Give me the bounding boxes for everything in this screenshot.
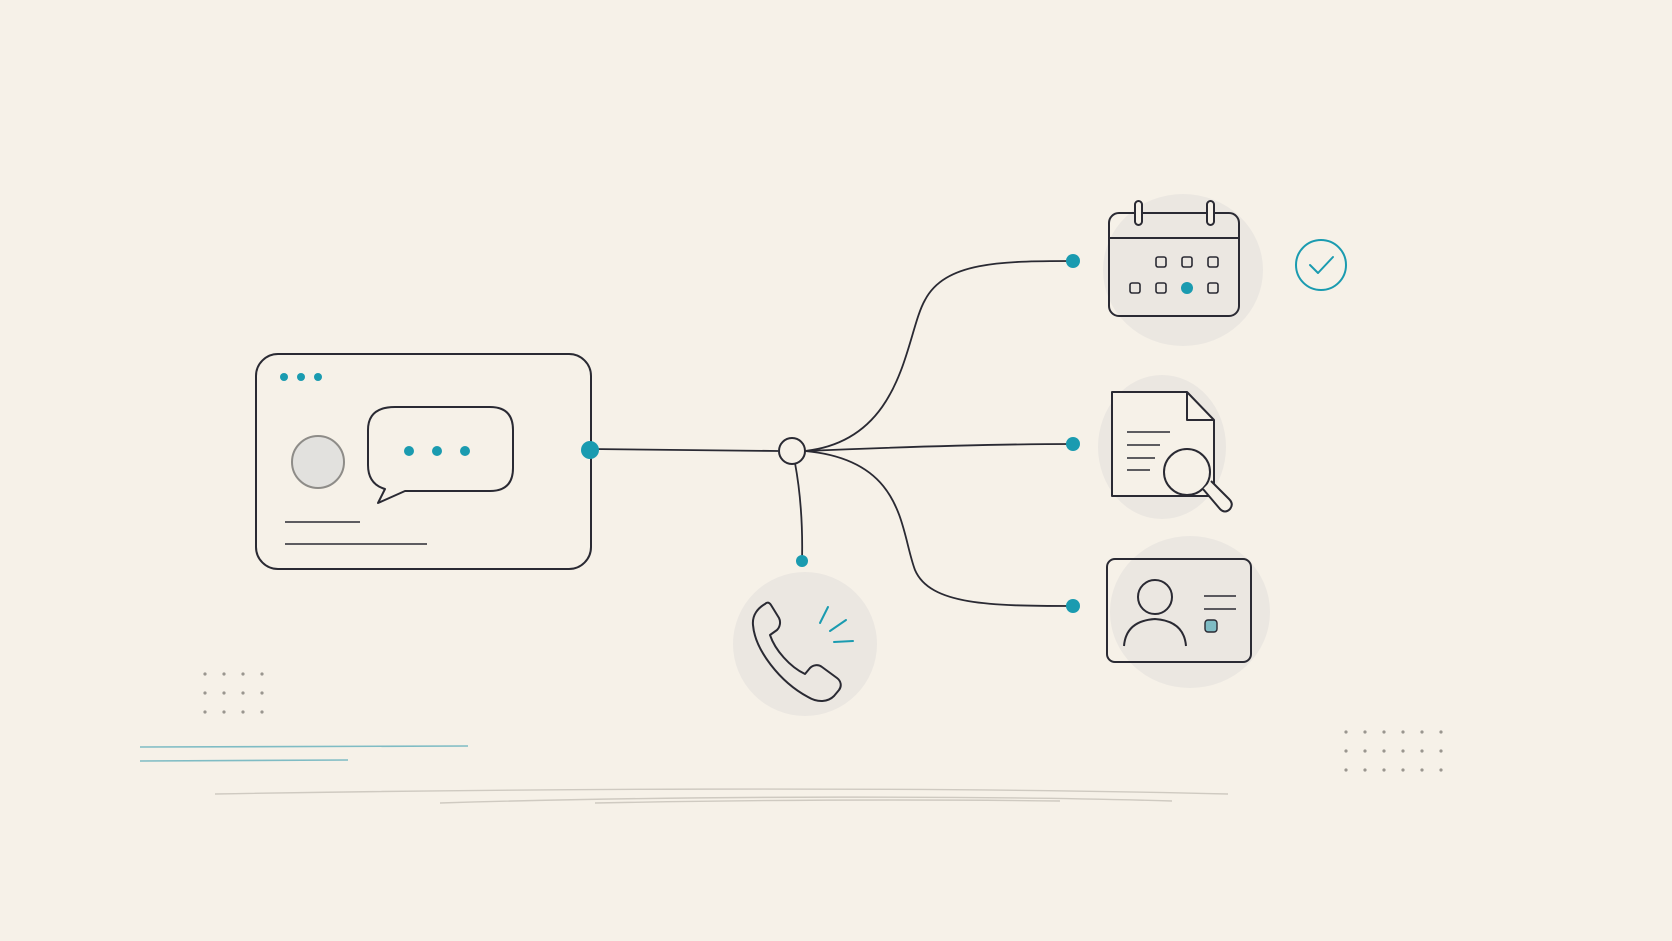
check-circle-icon <box>1295 239 1347 291</box>
grid-dot <box>1439 749 1443 753</box>
calendar-selected-day <box>1181 282 1193 294</box>
contact-halo <box>1110 536 1270 688</box>
calendar-day <box>1181 256 1193 268</box>
accent-line <box>139 759 349 762</box>
document-fold <box>1186 392 1214 421</box>
chat-window-card <box>255 353 592 570</box>
grid-dot <box>1439 768 1443 772</box>
grid-dot <box>1382 749 1386 753</box>
grid-dot <box>1363 730 1367 734</box>
grid-dot <box>203 672 207 676</box>
magnifier-handle <box>1202 480 1233 513</box>
connector-source-to-hub <box>590 448 779 452</box>
phone-halo <box>733 572 877 716</box>
ground-line <box>214 788 1229 795</box>
grid-dot <box>1344 730 1348 734</box>
magnifier-lens <box>1163 448 1211 496</box>
ring-wave <box>819 606 829 624</box>
calendar-day <box>1155 256 1167 268</box>
typing-dot <box>432 446 442 456</box>
grid-dot <box>203 691 207 695</box>
typing-dot <box>404 446 414 456</box>
source-port-dot <box>581 441 599 459</box>
grid-dot <box>1344 749 1348 753</box>
grid-dot <box>203 710 207 714</box>
contact-card-frame <box>1106 558 1252 663</box>
calendar-ring <box>1206 200 1215 226</box>
phone-handset <box>751 601 842 702</box>
grid-dot <box>1420 749 1424 753</box>
grid-dot <box>1382 730 1386 734</box>
accent-line <box>139 745 469 748</box>
avatar <box>291 435 345 489</box>
grid-dot <box>1344 768 1348 772</box>
ring-wave <box>833 640 854 643</box>
contact-shoulders <box>1123 617 1187 647</box>
connector-hub-to-document <box>804 443 1074 452</box>
connector-lines <box>590 260 1074 607</box>
contact-head <box>1137 579 1173 615</box>
ring-wave <box>829 619 847 632</box>
contact-card-icon <box>1106 558 1252 663</box>
grid-dot <box>1363 749 1367 753</box>
grid-dot <box>241 691 245 695</box>
grid-dot <box>1420 768 1424 772</box>
check-circle-outline <box>1295 239 1347 291</box>
connector-hub-to-calendar <box>804 260 1074 452</box>
calendar-day <box>1207 256 1219 268</box>
grid-dot <box>260 691 264 695</box>
ground-line <box>594 799 1061 804</box>
grid-dot <box>222 672 226 676</box>
grid-dot <box>222 691 226 695</box>
speech-bubble <box>367 406 514 504</box>
calendar-day <box>1129 282 1141 294</box>
grid-dot <box>1439 730 1443 734</box>
calendar-day <box>1155 282 1167 294</box>
calendar-port-dot <box>1066 254 1080 268</box>
phone-port-dot <box>796 555 808 567</box>
calendar-icon <box>1108 200 1240 317</box>
window-dot <box>280 373 288 381</box>
grid-dot <box>222 710 226 714</box>
grid-dot <box>1420 730 1424 734</box>
calendar-body <box>1108 212 1240 317</box>
connector-hub-to-contact <box>804 450 1074 607</box>
grid-dot <box>1401 768 1405 772</box>
grid-dot <box>1401 749 1405 753</box>
grid-dot <box>1401 730 1405 734</box>
contact-port-dot <box>1066 599 1080 613</box>
document-port-dot <box>1066 437 1080 451</box>
window-dot <box>297 373 305 381</box>
router-hub-node <box>778 437 806 465</box>
grid-dot <box>241 672 245 676</box>
ground-lines <box>214 788 1229 804</box>
connector-hub-to-phone <box>794 462 804 562</box>
calendar-ring <box>1134 200 1143 226</box>
grid-dot <box>260 710 264 714</box>
grid-dot <box>241 710 245 714</box>
window-dot <box>314 373 322 381</box>
dot-grid-right <box>1344 730 1443 772</box>
grid-dot <box>1382 768 1386 772</box>
accent-underlines <box>139 745 469 762</box>
document-search-icon <box>1111 391 1233 513</box>
contact-status-dot <box>1204 619 1218 633</box>
calendar-halo <box>1103 194 1263 346</box>
chat-window-frame <box>255 353 592 570</box>
grid-dot <box>1363 768 1367 772</box>
calendar-day <box>1207 282 1219 294</box>
typing-dot <box>460 446 470 456</box>
check-mark <box>1309 256 1334 274</box>
dot-grid-left <box>203 672 264 714</box>
ground-line <box>439 796 1173 804</box>
grid-dot <box>260 672 264 676</box>
phone-ringing-icon <box>751 601 854 702</box>
